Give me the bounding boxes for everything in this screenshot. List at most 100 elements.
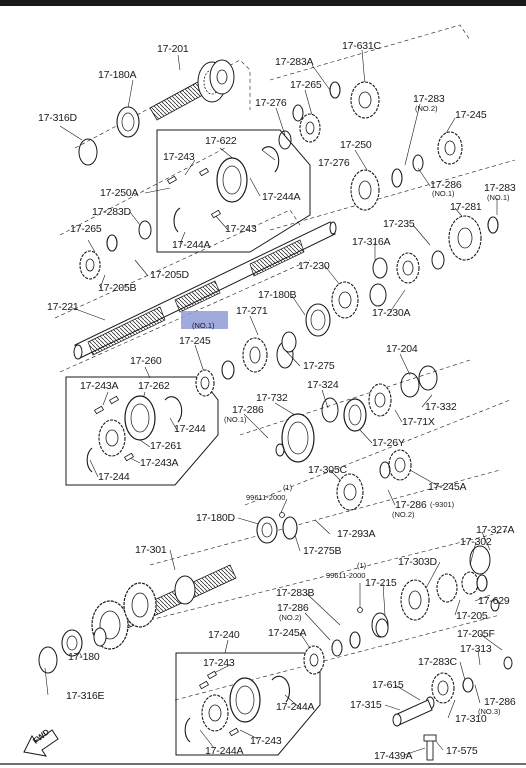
top-border — [0, 0, 526, 6]
label-17-243-c: 17-243 — [203, 657, 235, 669]
frame-17-240 — [175, 652, 321, 756]
ball-99611-a — [279, 512, 285, 518]
label-17-205: 17-205 — [456, 610, 488, 622]
main-shaft-17-221 — [73, 221, 337, 360]
label-17-244A-c: 17-244A — [276, 701, 315, 713]
label-no1-c: (NO.1) — [192, 321, 215, 330]
label-17-315: 17-315 — [350, 699, 382, 711]
label-17-629: 17-629 — [478, 595, 510, 607]
label-17-244A-b: 17-244A — [172, 239, 211, 251]
label-17-243-d: 17-243 — [250, 735, 282, 747]
label-17-180D: 17-180D — [196, 512, 235, 524]
label-99611-2000-b: 99611-2000 — [326, 571, 366, 580]
synchro-springs — [86, 146, 291, 743]
label-17-275: 17-275 — [303, 360, 335, 372]
label-no2-b: (NO.2) — [392, 510, 415, 519]
label-99611-2000-a: 99611-2000 — [246, 493, 286, 502]
label-17-276-a: 17-276 — [255, 97, 287, 109]
label-17-275B: 17-275B — [303, 545, 342, 557]
label-17-316D: 17-316D — [38, 112, 77, 124]
label-17-283B: 17-283B — [276, 587, 315, 599]
label-17-244A-a: 17-244A — [262, 191, 301, 203]
bolt-17-439A — [423, 734, 437, 761]
label-17-262: 17-262 — [138, 380, 170, 392]
label-17-305C: 17-305C — [308, 464, 347, 476]
label-17-439A: 17-439A — [374, 750, 413, 762]
label-17-293A: 17-293A — [337, 528, 376, 540]
label-17-286-no2-low: 17-286 — [277, 602, 309, 614]
highlight-box — [181, 311, 228, 329]
label-17-327A: 17-327A — [476, 524, 515, 536]
label-17-243A-b: 17-243A — [140, 457, 179, 469]
label-17-201: 17-201 — [157, 43, 189, 55]
label-17-575: 17-575 — [446, 745, 478, 757]
label-17-286-no1-mid: 17-286 — [232, 404, 264, 416]
label-17-286-no1-top: 17-286 — [430, 179, 462, 191]
label-17-283A: 17-283A — [275, 56, 314, 68]
label-17-303D: 17-303D — [398, 556, 437, 568]
label-no2-c: (NO.2) — [279, 613, 302, 622]
label-17-260: 17-260 — [130, 355, 162, 367]
reverse-shaft-17-315 — [392, 699, 433, 727]
label-17-250A: 17-250A — [100, 187, 139, 199]
label-17-265-left: 17-265 — [70, 223, 102, 235]
label-no1-b: (NO.1) — [487, 193, 510, 202]
label-17-283-no1: 17-283 — [484, 182, 516, 194]
label-17-243-a: 17-243 — [163, 151, 195, 163]
label-17-250: 17-250 — [340, 139, 372, 151]
label-17-324: 17-324 — [307, 379, 339, 391]
label-17-245-mid: 17-245 — [179, 335, 211, 347]
gear-hubs — [85, 91, 473, 722]
label-17-205D: 17-205D — [150, 269, 189, 281]
label-no1-a: (NO.1) — [432, 189, 455, 198]
label-dash-9301: (-9301) — [430, 500, 455, 509]
label-17-283C: 17-283C — [418, 656, 457, 668]
label-17-243A-a: 17-243A — [80, 380, 119, 392]
label-17-26Y: 17-26Y — [372, 437, 405, 449]
label-17-180A: 17-180A — [98, 69, 137, 81]
label-17-180B: 17-180B — [258, 289, 297, 301]
input-shaft-17-201 — [149, 59, 235, 121]
label-17-230A: 17-230A — [372, 307, 411, 319]
label-17-265-top: 17-265 — [290, 79, 322, 91]
label-no2-a: (NO.2) — [415, 104, 438, 113]
label-17-732: 17-732 — [256, 392, 288, 404]
label-17-245-top: 17-245 — [455, 109, 487, 121]
label-17-615: 17-615 — [372, 679, 404, 691]
label-one-b: (1) — [357, 561, 367, 570]
label-17-180: 17-180 — [68, 651, 100, 663]
label-17-244A-d: 17-244A — [205, 745, 244, 757]
label-17-302: 17-302 — [460, 536, 492, 548]
label-17-283-no2: 17-283 — [413, 93, 445, 105]
label-17-245A-low: 17-245A — [268, 627, 307, 639]
synchro-sleeve-bores — [130, 165, 362, 715]
label-17-244-b: 17-244 — [98, 471, 130, 483]
label-17-281: 17-281 — [450, 201, 482, 213]
label-17-243-b: 17-243 — [225, 223, 257, 235]
label-no3: (NO.3) — [478, 707, 501, 716]
label-17-301: 17-301 — [135, 544, 167, 556]
label-17-286-no2-mid: 17-286 — [395, 499, 427, 511]
label-17-631C: 17-631C — [342, 40, 381, 52]
label-17-240: 17-240 — [208, 629, 240, 641]
label-17-316A: 17-316A — [352, 236, 391, 248]
bearings — [61, 81, 499, 693]
bearing-races — [66, 112, 326, 651]
label-one-a: (1) — [283, 483, 293, 492]
counter-shaft-17-301 — [91, 564, 237, 650]
label-17-235: 17-235 — [383, 218, 415, 230]
label-17-205F: 17-205F — [457, 628, 495, 640]
label-17-286-no3: 17-286 — [484, 696, 516, 708]
collars — [281, 257, 389, 638]
label-17-204: 17-204 — [386, 343, 418, 355]
label-17-316E: 17-316E — [66, 690, 105, 702]
synchro-sleeves — [124, 157, 367, 723]
gears — [79, 81, 482, 732]
shifting-keys — [93, 167, 240, 737]
label-17-71X: 17-71X — [402, 416, 435, 428]
label-17-622: 17-622 — [205, 135, 237, 147]
label-17-261: 17-261 — [150, 440, 182, 452]
label-17-230: 17-230 — [298, 260, 330, 272]
label-17-276-b: 17-276 — [318, 157, 350, 169]
